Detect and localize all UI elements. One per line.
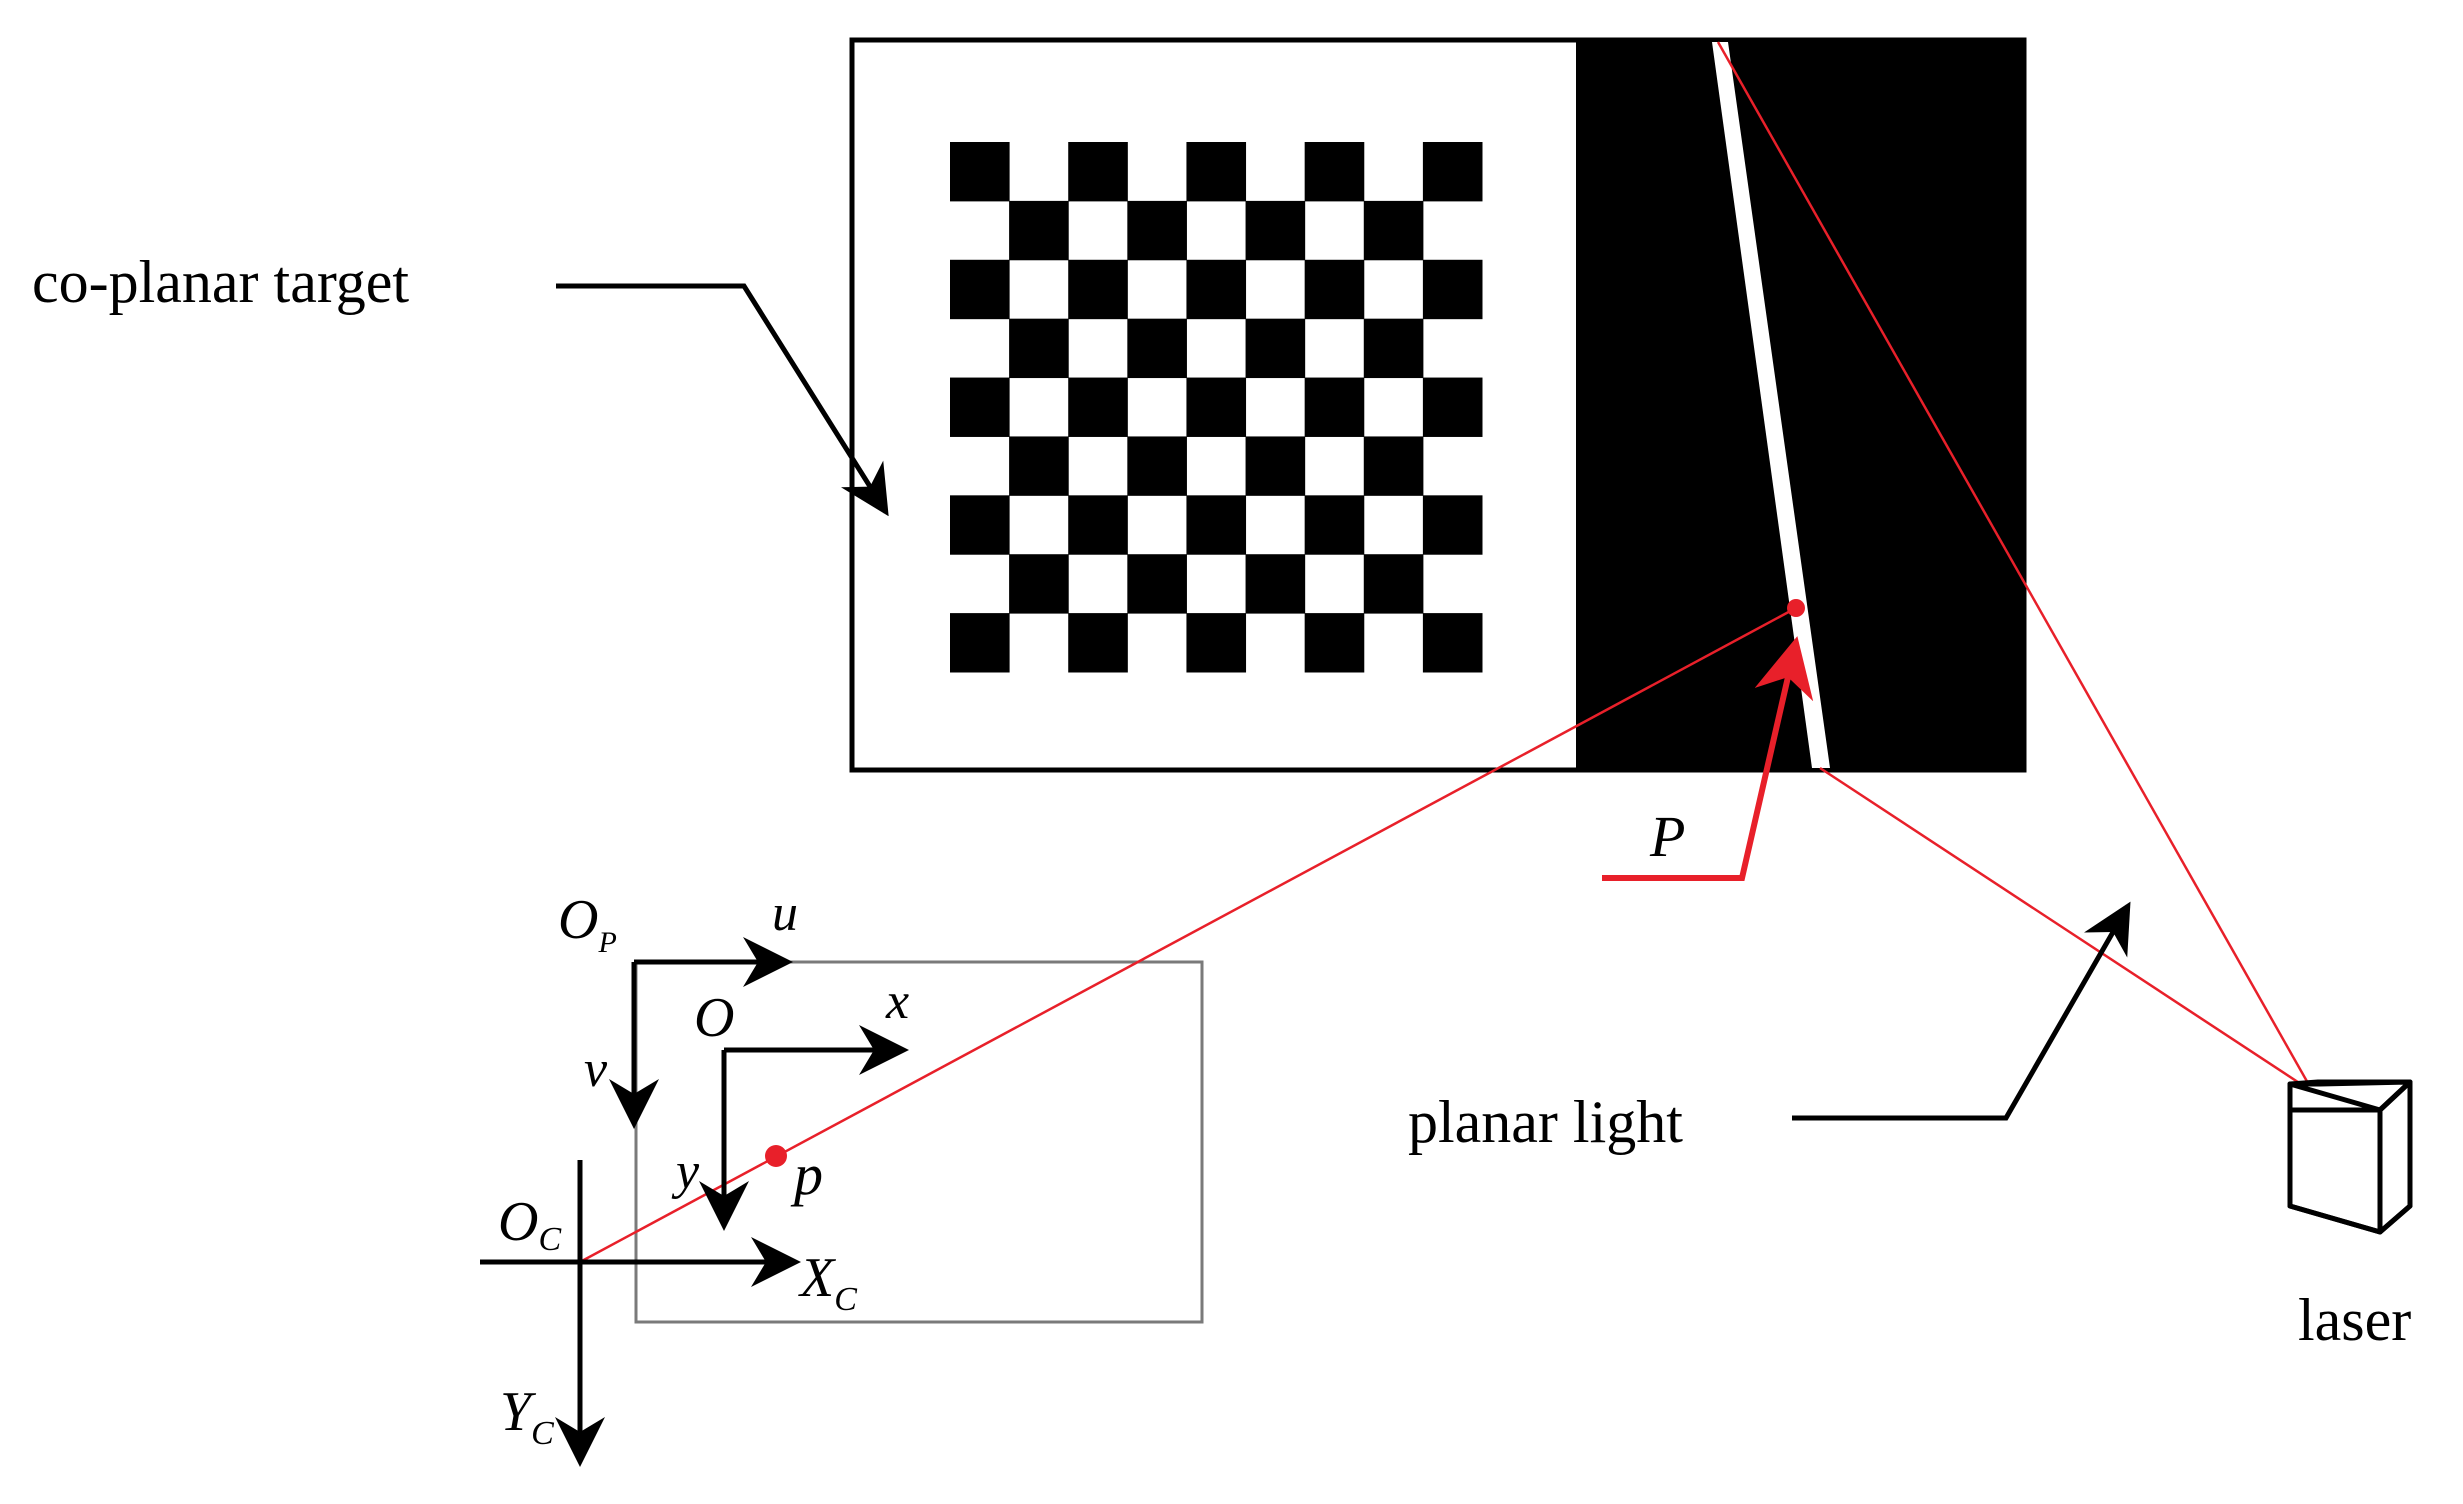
checker-square [1363, 200, 1424, 261]
x-label: x [885, 973, 909, 1030]
point-P-label: P [1649, 804, 1685, 869]
point-P-leader [1602, 636, 1814, 881]
target-leader [556, 283, 889, 517]
checker-square [1068, 495, 1128, 555]
checker-square [1127, 554, 1187, 614]
checker-square [1304, 495, 1365, 555]
checker-square [950, 142, 1010, 202]
checker-square [1363, 436, 1424, 496]
laser-label: laser [2298, 1287, 2411, 1353]
Op-label: OP [558, 889, 617, 959]
checker-square [1422, 142, 1483, 202]
light-label: planar light [1408, 1089, 1683, 1155]
checker-square [1068, 377, 1128, 437]
checker-square [1009, 554, 1069, 614]
image-plane [634, 960, 1204, 1324]
checker-square [1245, 554, 1306, 614]
laser-device [2287, 1079, 2413, 1235]
checker-square [950, 495, 1010, 555]
y-label: y [671, 1143, 700, 1200]
checker-square [1304, 142, 1365, 202]
checker-square [1127, 436, 1187, 496]
checker-square [1304, 613, 1365, 673]
light-leader [1792, 901, 2131, 1121]
checker-square [950, 377, 1010, 437]
target-label: co-planar target [32, 249, 409, 315]
checker-square [1186, 495, 1247, 555]
laser-ray-bottom [1819, 766, 2311, 1092]
Xc-label: XC [798, 1247, 857, 1318]
checker-square [1009, 436, 1069, 496]
checker-square [1186, 142, 1247, 202]
point-p-marker [765, 1145, 787, 1167]
checker-square [1009, 318, 1069, 379]
checker-square [1363, 554, 1424, 614]
checker-square [950, 259, 1010, 320]
checker-square [1068, 613, 1128, 673]
checker-square [1009, 200, 1069, 261]
v-label: v [584, 1041, 608, 1098]
checker-square [1245, 200, 1306, 261]
checker-square [1304, 377, 1365, 437]
laser-ray-top [1716, 41, 2332, 1123]
checker-square [1068, 259, 1128, 320]
u-label: u [772, 885, 798, 942]
checker-square [1422, 259, 1483, 320]
checker-square [1127, 200, 1187, 261]
Yc-label: YC [500, 1381, 554, 1452]
checker-square [1422, 613, 1483, 673]
checker-square [1127, 318, 1187, 379]
checkerboard-pattern [950, 142, 1483, 673]
point-p-label: p [790, 1142, 823, 1207]
checker-square [1186, 377, 1247, 437]
point-P-marker [1787, 599, 1805, 617]
checker-square [1245, 318, 1306, 379]
checker-square [1363, 318, 1424, 379]
Oc-label: OC [498, 1191, 561, 1258]
checker-square [1186, 613, 1247, 673]
O-label: O [694, 987, 734, 1049]
checker-square [1304, 259, 1365, 320]
checker-square [950, 613, 1010, 673]
checker-square [1245, 436, 1306, 496]
checker-square [1068, 142, 1128, 202]
checker-square [1422, 495, 1483, 555]
laser-stripe [1712, 42, 1830, 768]
checker-square [1186, 259, 1247, 320]
checker-square [1422, 377, 1483, 437]
